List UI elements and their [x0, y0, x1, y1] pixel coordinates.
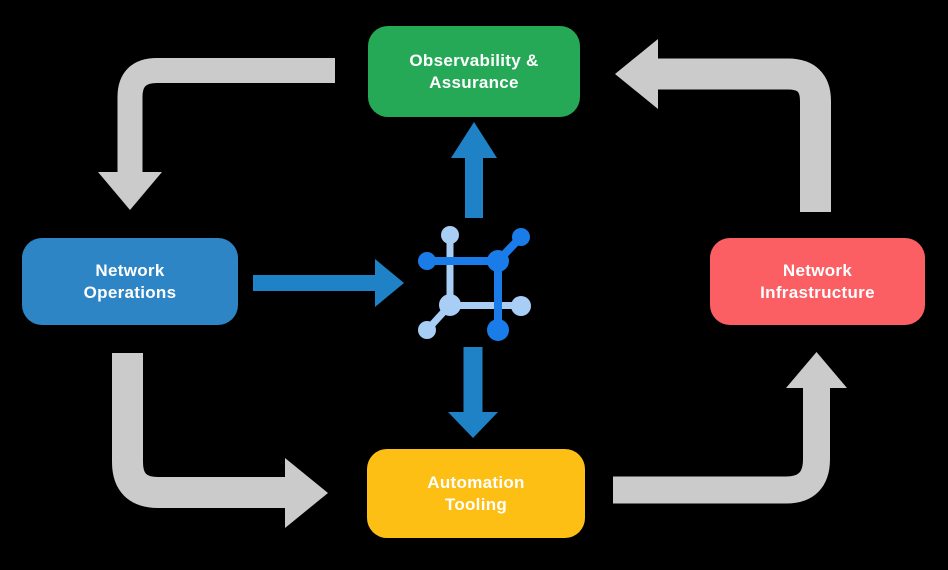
- arrow-operations-to-automation: [112, 353, 328, 528]
- node-automation-tooling-label: Automation Tooling: [427, 472, 525, 514]
- icon-light-layer: [418, 226, 531, 339]
- node-observability-assurance: Observability & Assurance: [368, 26, 580, 117]
- arrow-automation-to-infrastructure: [613, 352, 847, 504]
- node-network-infrastructure-label: Network Infrastructure: [760, 260, 875, 302]
- node-network-infrastructure: Network Infrastructure: [710, 238, 925, 325]
- node-automation-tooling: Automation Tooling: [367, 449, 585, 538]
- arrow-operations-to-center: [253, 259, 404, 307]
- node-network-operations-label: Network Operations: [83, 260, 177, 302]
- arrow-observability-to-operations: [98, 58, 335, 210]
- node-observability-assurance-label: Observability & Assurance: [409, 50, 539, 92]
- arrow-infrastructure-to-observability: [615, 39, 831, 212]
- node-network-operations: Network Operations: [22, 238, 238, 325]
- arrow-center-to-automation: [448, 347, 498, 438]
- arrow-center-to-observability: [451, 122, 497, 218]
- icon-dark-layer: [418, 228, 530, 341]
- network-nodes-square-icon: [418, 226, 531, 341]
